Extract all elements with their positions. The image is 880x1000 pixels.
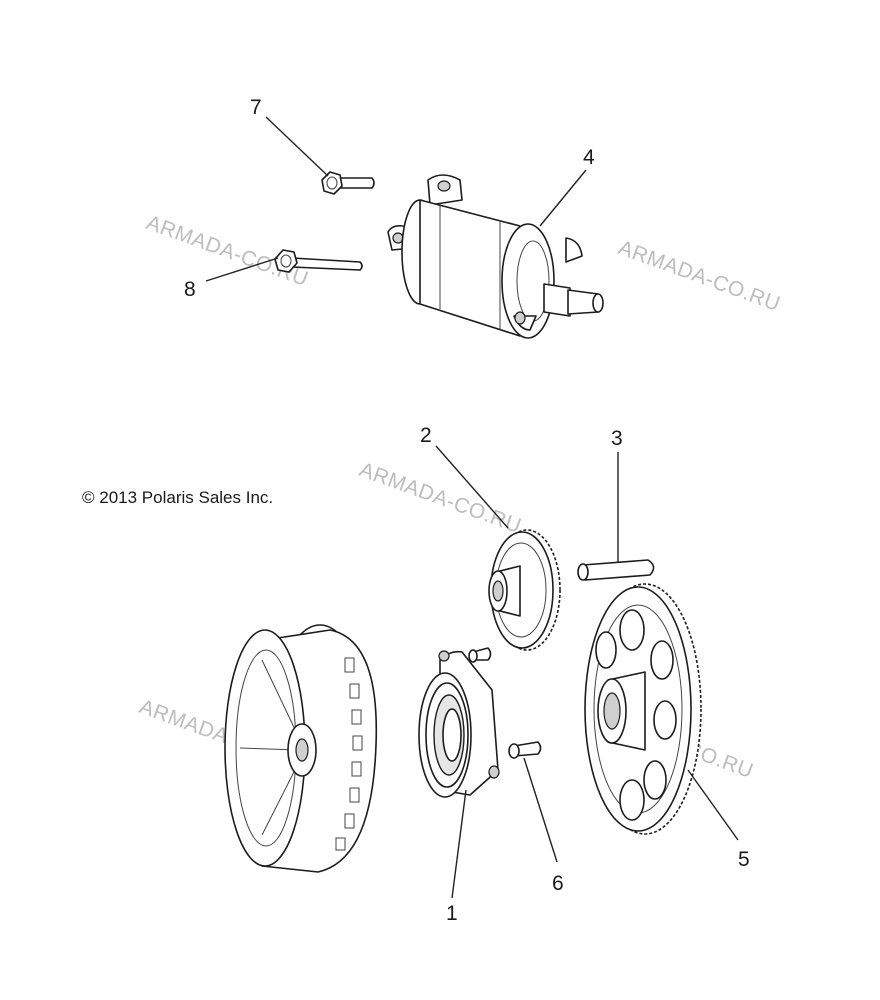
watermark-middle: ARMADA-CO.RU <box>356 458 524 538</box>
leader-7 <box>265 116 329 177</box>
callout-7: 7 <box>250 96 262 119</box>
leader-2 <box>435 445 509 529</box>
callout-8: 8 <box>184 278 196 301</box>
callout-labels: 7 8 4 2 3 5 6 1 <box>184 96 750 925</box>
callout-1: 1 <box>446 902 458 925</box>
leader-6 <box>523 757 558 863</box>
callout-4: 4 <box>583 146 595 169</box>
flywheel <box>224 624 378 873</box>
callout-3: 3 <box>611 427 623 450</box>
callout-6: 6 <box>552 872 564 895</box>
leader-4 <box>539 169 587 227</box>
part-5-large-gear <box>584 583 702 835</box>
part-6-bolts <box>468 647 542 759</box>
part-1-starter-clutch <box>418 650 500 798</box>
part-2-gear <box>488 529 561 651</box>
watermark-top-right: ARMADA-CO.RU <box>615 236 783 316</box>
part-4-starter-motor <box>387 174 604 339</box>
leader-lines <box>205 116 739 899</box>
leader-1 <box>451 789 467 899</box>
callout-5: 5 <box>738 848 750 871</box>
leader-5 <box>687 769 739 841</box>
copyright-notice: © 2013 Polaris Sales Inc. <box>82 488 273 507</box>
callout-2: 2 <box>420 424 432 447</box>
part-8-bolt <box>274 249 363 273</box>
part-7-bolt <box>321 171 375 195</box>
leader-8 <box>205 257 279 282</box>
part-3-pin <box>577 559 655 581</box>
